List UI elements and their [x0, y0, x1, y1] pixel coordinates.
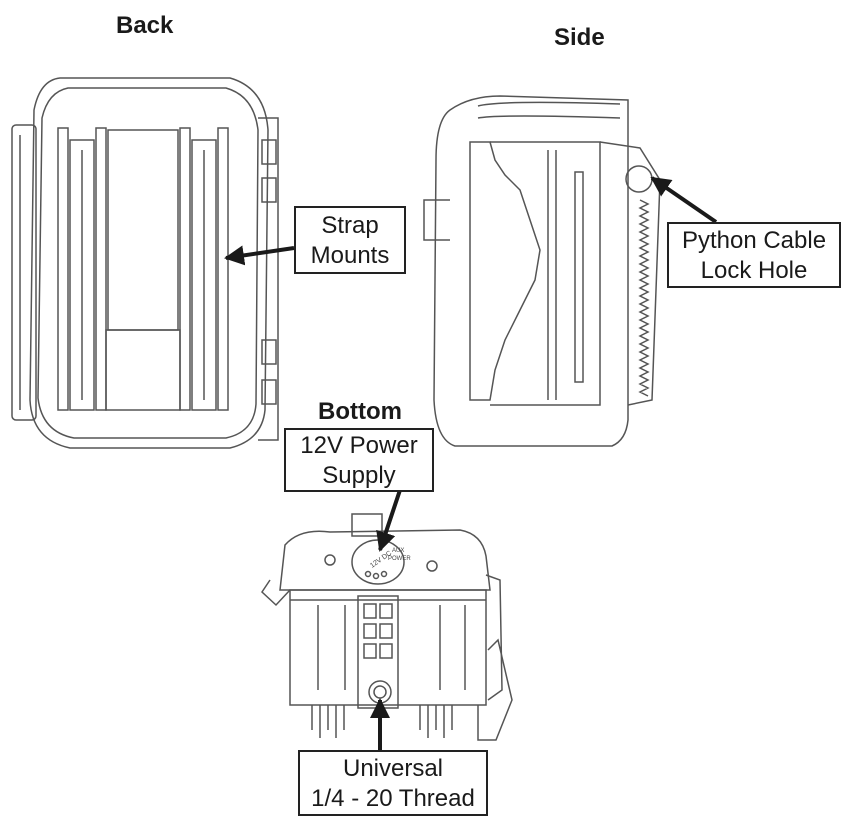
- thread-line-2: 1/4 - 20 Thread: [311, 785, 475, 812]
- leader-arrows: [224, 176, 718, 752]
- strap-mounts-arrow: [224, 245, 295, 266]
- aux-marking: AUX: [392, 548, 404, 554]
- power-marking: POWER: [388, 556, 411, 562]
- back-view-title: Back: [116, 12, 174, 39]
- python-cable-line-1: Python Cable: [681, 227, 827, 254]
- side-view-title: Side: [554, 24, 605, 51]
- thread-callout: Universal 1/4 - 20 Thread: [298, 750, 488, 816]
- back-view-drawing: [11, 77, 279, 449]
- power-supply-line-2: Supply: [322, 462, 396, 489]
- side-view-drawing: [423, 95, 661, 447]
- strap-mounts-callout: Strap Mounts: [294, 206, 406, 274]
- bottom-view-drawing: [261, 513, 513, 741]
- python-cable-arrow: [650, 176, 718, 224]
- power-supply-arrow: [376, 489, 402, 552]
- strap-mounts-line-2: Mounts: [310, 242, 390, 269]
- strap-mounts-line-1: Strap: [321, 212, 379, 239]
- python-cable-callout: Python Cable Lock Hole: [667, 222, 841, 288]
- power-supply-line-1: 12V Power: [300, 432, 418, 459]
- power-supply-callout: 12V Power Supply: [284, 428, 434, 492]
- thread-line-1: Universal: [342, 755, 444, 782]
- python-cable-line-2: Lock Hole: [700, 257, 808, 284]
- bottom-view-title: Bottom: [318, 398, 402, 425]
